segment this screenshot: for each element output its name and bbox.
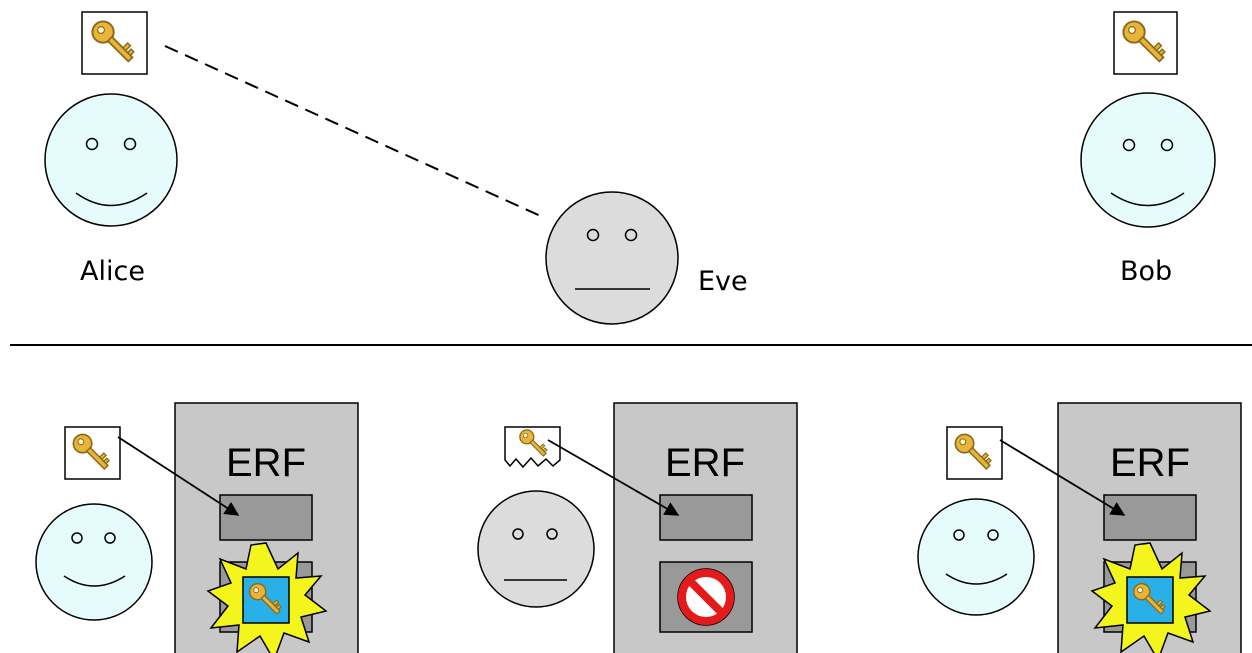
eve-label: Eve: [698, 266, 748, 297]
arrow: [547, 439, 680, 516]
key-icon: [64, 426, 121, 480]
panel-bob: ERF: [917, 402, 1242, 653]
erf-label: ERF: [1110, 441, 1190, 485]
happy-face-icon: [44, 93, 178, 227]
panel-eve: ERF: [477, 402, 798, 653]
key-burst-icon: [206, 542, 328, 653]
erf-label: ERF: [226, 441, 306, 485]
neutral-face-icon: [545, 191, 679, 325]
key-icon: [81, 11, 148, 75]
erf-input-slot: [659, 494, 753, 541]
happy-face-icon: [35, 503, 153, 621]
bob-label: Bob: [1120, 256, 1172, 287]
panel-alice: ERF: [35, 402, 359, 653]
eavesdrop-line: [164, 45, 546, 219]
alice-label: Alice: [80, 256, 145, 287]
bob: Bob: [1080, 11, 1216, 287]
torn-key-icon: [504, 426, 561, 469]
key-burst-icon: [1090, 542, 1212, 653]
neutral-face-icon: [477, 490, 595, 608]
eve: Eve: [545, 191, 748, 325]
forbidden-icon: [677, 568, 735, 626]
happy-face-icon: [1080, 92, 1216, 228]
erf-label: ERF: [665, 441, 745, 485]
alice: Alice: [44, 11, 178, 287]
arrow: [117, 436, 240, 516]
happy-face-icon: [917, 498, 1035, 616]
key-icon: [946, 426, 1003, 480]
erf-input-slot: [219, 494, 313, 541]
top-scene: Alice Eve Bob: [44, 11, 1216, 325]
arrow: [999, 439, 1126, 516]
erf-input-slot: [1103, 494, 1197, 541]
key-icon: [1113, 11, 1178, 75]
